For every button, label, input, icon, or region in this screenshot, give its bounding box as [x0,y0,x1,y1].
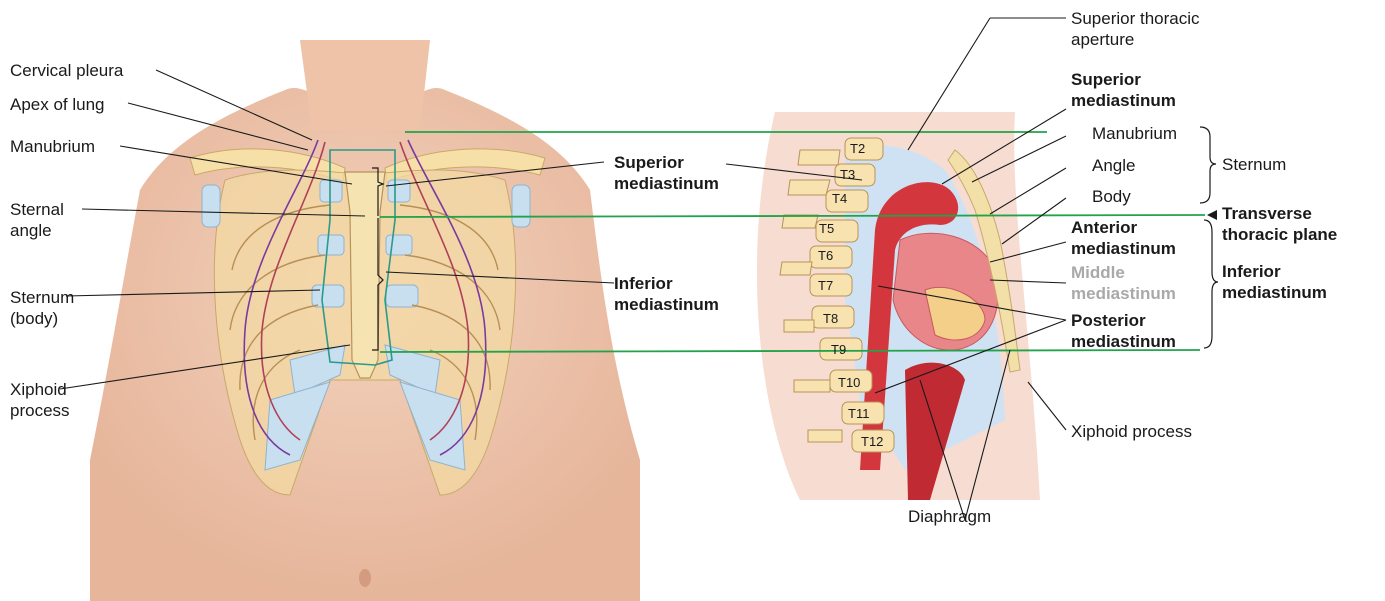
label-diaphragm: Diaphragm [908,506,991,527]
label-middle-line1: Middle [1071,262,1176,283]
vertebra-label: T2 [850,138,865,159]
vertebra-label: T6 [818,245,833,266]
label-inferior-line2: mediastinum [614,294,719,315]
label-superior-mediastinum-left: Superior mediastinum [614,152,719,194]
vertebra-label: T4 [832,188,847,209]
label-angle: Angle [1092,155,1135,176]
label-transverse-line1: Transverse [1222,203,1337,224]
label-aperture-line2: aperture [1071,29,1200,50]
label-xiphoid-process-right: Xiphoid process [1071,421,1192,442]
label-aperture-line1: Superior thoracic [1071,8,1200,29]
label-sternal-angle-line2: angle [10,220,64,241]
label-apex-of-lung: Apex of lung [10,94,105,115]
navel [359,569,371,587]
vertebra-label: T10 [838,372,860,393]
label-inferior-line1: Inferior [614,273,719,294]
label-sternum-body-line2: (body) [10,308,74,329]
label-superior-line1: Superior [614,152,719,173]
label-manubrium-left: Manubrium [10,136,95,157]
label-sternum: Sternum [1222,154,1286,175]
label-sternum-body-line1: Sternum [10,287,74,308]
label-anterior-line2: mediastinum [1071,238,1176,259]
label-anterior-mediastinum: Anterior mediastinum [1071,217,1176,259]
label-body: Body [1092,186,1131,207]
label-middle-line2: mediastinum [1071,283,1176,304]
label-superior-thoracic-aperture: Superior thoracic aperture [1071,8,1200,50]
label-sup-med-line2: mediastinum [1071,90,1176,111]
label-transverse-line2: thoracic plane [1222,224,1337,245]
vertebra-label: T7 [818,275,833,296]
label-xiphoid-line1: Xiphoid [10,379,70,400]
vertebra-label: T11 [848,403,869,424]
label-posterior-line2: mediastinum [1071,331,1176,352]
vertebra-label: T5 [819,218,834,239]
label-sternal-angle: Sternal angle [10,199,64,241]
label-manubrium-right: Manubrium [1092,123,1177,144]
vertebra-label: T12 [861,431,883,452]
label-superior-mediastinum-right: Superior mediastinum [1071,69,1176,111]
label-inferior-mediastinum-right: Inferior mediastinum [1222,261,1327,303]
inferior-mediastinum-bracket [1204,220,1218,348]
label-superior-line2: mediastinum [614,173,719,194]
label-posterior-line1: Posterior [1071,310,1176,331]
label-inferior-mediastinum-left: Inferior mediastinum [614,273,719,315]
label-anterior-line1: Anterior [1071,217,1176,238]
label-sup-med-line1: Superior [1071,69,1176,90]
label-middle-mediastinum: Middle mediastinum [1071,262,1176,304]
label-xiphoid-line2: process [10,400,70,421]
label-cervical-pleura: Cervical pleura [10,60,123,81]
sternum-bracket [1200,127,1216,203]
vertebra-label: T3 [840,164,855,185]
torso-front-view [90,40,640,601]
vertebra-label: T9 [831,339,846,360]
label-posterior-mediastinum: Posterior mediastinum [1071,310,1176,352]
label-sternum-body: Sternum (body) [10,287,74,329]
neck [300,40,430,130]
label-sternal-angle-line1: Sternal [10,199,64,220]
label-xiphoid-process-left: Xiphoid process [10,379,70,421]
transverse-plane-arrow [1207,210,1217,220]
label-inf-med-line2: mediastinum [1222,282,1327,303]
label-transverse-thoracic-plane: Transverse thoracic plane [1222,203,1337,245]
label-inf-med-line1: Inferior [1222,261,1327,282]
sagittal-section [757,112,1040,500]
vertebra-label: T8 [823,308,838,329]
